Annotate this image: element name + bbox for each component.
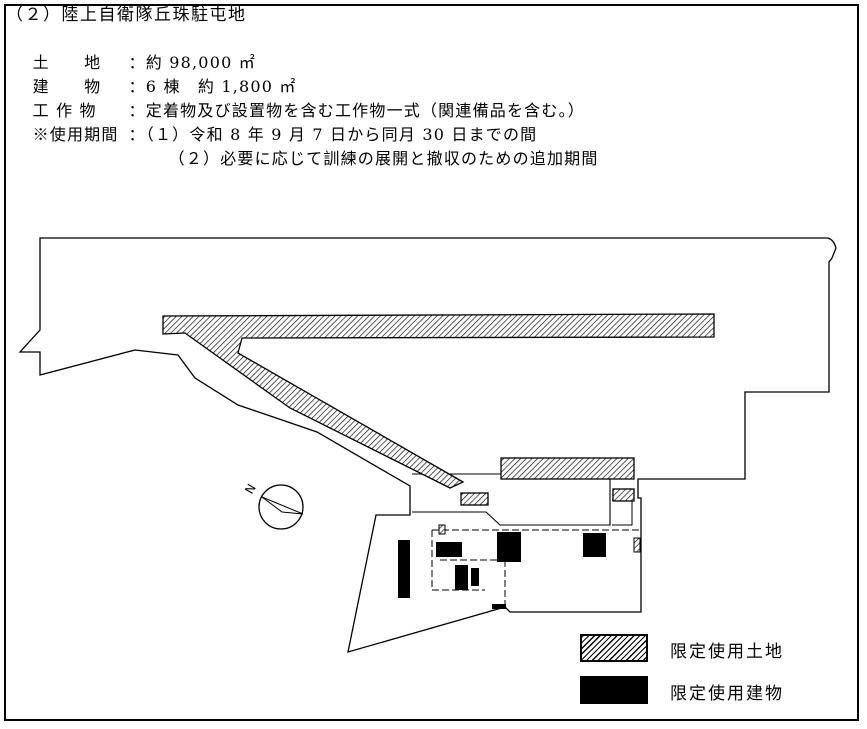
page-title: （２）陸上自衛隊丘珠駐屯地 xyxy=(6,5,247,25)
restricted-building xyxy=(436,542,462,557)
period-value: ：（１）令和 8 年 9 月 7 日から同月 30 日までの間 xyxy=(128,125,538,144)
building-label: 建 物 xyxy=(32,77,102,96)
land-label: 土 地 xyxy=(32,53,102,72)
restricted-land-area xyxy=(612,488,635,502)
legend-swatch-solid xyxy=(580,676,648,704)
legend-item-building: 限定使用建物 xyxy=(580,676,820,706)
works-value: ：定着物及び設置物を含む工作物一式（関連備品を含む。） xyxy=(128,101,585,120)
restricted-land-area xyxy=(438,524,446,535)
period-row: ※使用期間 ：（１）令和 8 年 9 月 7 日から同月 30 日までの間 xyxy=(20,102,537,146)
period-row-2: （２）必要に応じて訓練の展開と撤収のための追加期間 xyxy=(156,126,599,170)
legend-item-land: 限定使用土地 xyxy=(580,634,820,664)
north-arrow-icon xyxy=(258,484,304,530)
restricted-land-area xyxy=(633,537,641,553)
restricted-land-runway xyxy=(162,313,715,489)
restricted-land-area xyxy=(460,492,489,506)
legend-swatch-hatched xyxy=(580,634,648,662)
restricted-building xyxy=(583,533,606,557)
restricted-land-area xyxy=(500,457,635,480)
land-value: ：約 98,000 ㎡ xyxy=(128,53,256,72)
restricted-building xyxy=(497,532,521,562)
works-row: 工 作 物 ：定着物及び設置物を含む工作物一式（関連備品を含む。） xyxy=(20,78,585,122)
restricted-building xyxy=(471,568,479,586)
restricted-building xyxy=(398,540,410,598)
period-label: ※使用期間 xyxy=(32,125,119,144)
period-value-2: （２）必要に応じて訓練の展開と撤収のための追加期間 xyxy=(168,149,599,168)
inner-outline xyxy=(612,499,633,526)
restricted-building xyxy=(492,604,506,609)
building-value: ：6 棟 約 1,800 ㎡ xyxy=(128,77,297,96)
land-row: 土 地 ：約 98,000 ㎡ xyxy=(20,30,256,74)
inner-outline xyxy=(431,529,640,605)
restricted-building xyxy=(455,565,468,590)
works-label: 工 作 物 xyxy=(32,101,97,120)
figure-frame xyxy=(4,4,859,721)
legend-label: 限定使用建物 xyxy=(670,684,784,704)
legend-label: 限定使用土地 xyxy=(670,642,784,662)
building-row: 建 物 ：6 棟 約 1,800 ㎡ xyxy=(20,54,297,98)
base-boundary xyxy=(18,237,837,653)
